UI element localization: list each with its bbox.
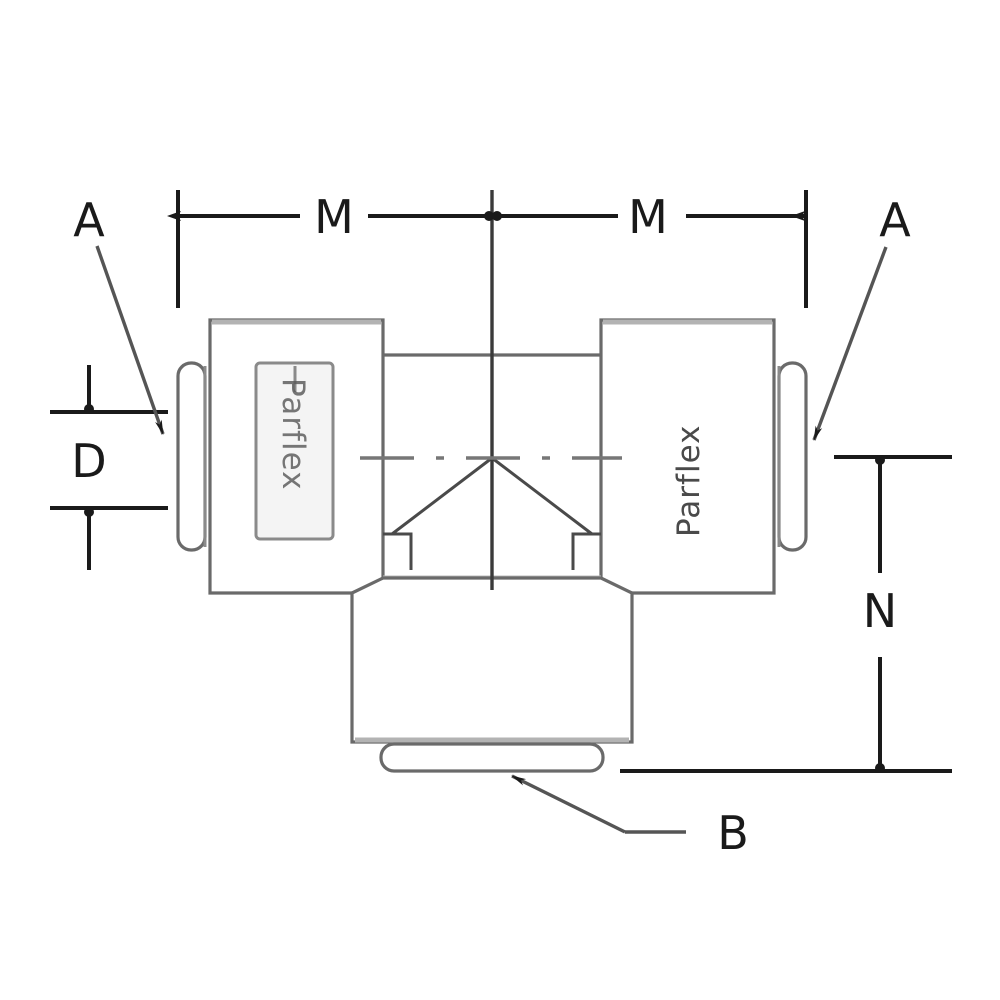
m-left-arrow-inner [484, 211, 494, 221]
dimension-label-m-left: M [314, 190, 354, 244]
dimension-m-left: M [167, 190, 494, 308]
dimension-label-a-left: A [73, 193, 105, 247]
right-run-body [599, 318, 776, 595]
brand-text-right: Parflex [671, 425, 707, 537]
left-end-cap [176, 361, 207, 552]
tee-junction-detail [383, 456, 601, 570]
junction-chamfer-left [391, 456, 493, 536]
dimension-label-d: D [71, 434, 106, 488]
brand-label-right: Parflex [671, 425, 707, 537]
m-right-arrow-inner [492, 211, 502, 221]
junction-step-left [383, 532, 413, 570]
bottom-branch [350, 576, 634, 744]
bottom-end-cap [379, 742, 605, 773]
a-left-leader-line [95, 245, 165, 435]
leader-a-left: A [73, 193, 165, 435]
brand-text-left: Parflex [275, 378, 311, 490]
n-lower-arrow [875, 763, 885, 773]
junction-chamfer-right [491, 456, 593, 536]
dimension-label-a-right: A [879, 193, 911, 247]
dimension-d: D [50, 365, 168, 570]
fitting-body [176, 318, 808, 773]
a-right-leader-line [812, 246, 888, 441]
dimension-label-b: B [717, 806, 749, 860]
b-leader-diagonal [511, 774, 626, 834]
dimension-label-n: N [863, 584, 897, 638]
bottom-branch-outline [350, 576, 634, 744]
brand-label-left: Parflex [275, 378, 311, 490]
right-end-cap [777, 361, 808, 552]
dimension-label-m-right: M [628, 190, 668, 244]
leader-a-right: A [812, 193, 911, 441]
bottom-collar-outline [379, 742, 605, 773]
right-collar-outline [777, 361, 808, 552]
dimension-m-right: M [492, 190, 808, 308]
left-brand-recess-outline [254, 361, 335, 541]
n-upper-arrow [875, 455, 885, 465]
leader-b: B [511, 774, 749, 860]
d-upper-arrow [84, 404, 94, 414]
junction-step-right [571, 532, 601, 570]
d-lower-arrow [84, 507, 94, 517]
dimension-n: N [620, 455, 952, 773]
left-brand-recess [254, 361, 335, 541]
centerlines [360, 190, 622, 590]
left-collar-outline [176, 361, 207, 552]
